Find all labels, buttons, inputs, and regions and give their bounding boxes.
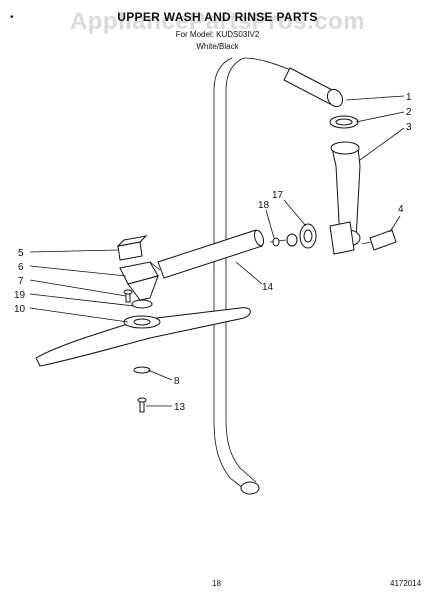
part-5-clip (116, 235, 148, 261)
part-1-tube (283, 67, 344, 108)
callout-10: 10 (14, 304, 26, 315)
leader-19 (29, 293, 135, 307)
callout-4: 4 (398, 204, 404, 215)
part-19-bearing (131, 299, 153, 309)
callout-8: 8 (174, 376, 180, 387)
model-line: For Model: KUDS03IV2 (175, 30, 260, 39)
tube-end (240, 481, 260, 495)
leader-3 (359, 127, 405, 161)
supply-tube (213, 57, 257, 493)
callout-2: 2 (406, 107, 412, 118)
callout-18: 18 (258, 200, 270, 211)
part-8-washer (133, 366, 151, 374)
leader-17 (283, 199, 307, 227)
reference-code: 4172014 (390, 579, 422, 588)
part-10-spray-arm (35, 307, 251, 367)
part-7-screw (123, 289, 133, 303)
part-18-nut (269, 233, 298, 247)
callout-3: 3 (406, 122, 412, 133)
part-13-screw (137, 397, 147, 413)
leader-8 (147, 369, 173, 381)
callout-14: 14 (262, 282, 274, 293)
diagram-title: UPPER WASH AND RINSE PARTS (117, 10, 318, 24)
watermark-text: AppliancePartsPros.com (69, 8, 366, 35)
callout-13: 13 (174, 402, 186, 413)
callout-19: 19 (14, 290, 26, 301)
color-line: White/Black (196, 42, 239, 51)
callout-17: 17 (272, 190, 284, 201)
leader-6 (29, 265, 127, 277)
leader-1 (345, 95, 405, 101)
leader-5 (29, 249, 119, 253)
upper-tube-connection (243, 57, 297, 73)
leader-18 (265, 209, 275, 239)
leader-7 (29, 279, 127, 297)
part-6-bracket (119, 261, 161, 301)
callout-5: 5 (18, 248, 24, 259)
leader-10 (29, 307, 129, 323)
callout-7: 7 (18, 276, 24, 287)
corner-mark: • (10, 12, 14, 23)
leader-14 (235, 261, 263, 285)
part-17-coupling (299, 223, 317, 249)
part-4-nozzle (361, 229, 397, 251)
leader-4 (389, 215, 401, 233)
leader-2 (355, 111, 405, 123)
part-2-seal (329, 115, 359, 129)
part-14-arm-tube (157, 229, 265, 279)
callout-1: 1 (406, 92, 412, 103)
callout-6: 6 (18, 262, 24, 273)
part-3-manifold (329, 141, 361, 255)
page-number: 18 (212, 579, 221, 588)
